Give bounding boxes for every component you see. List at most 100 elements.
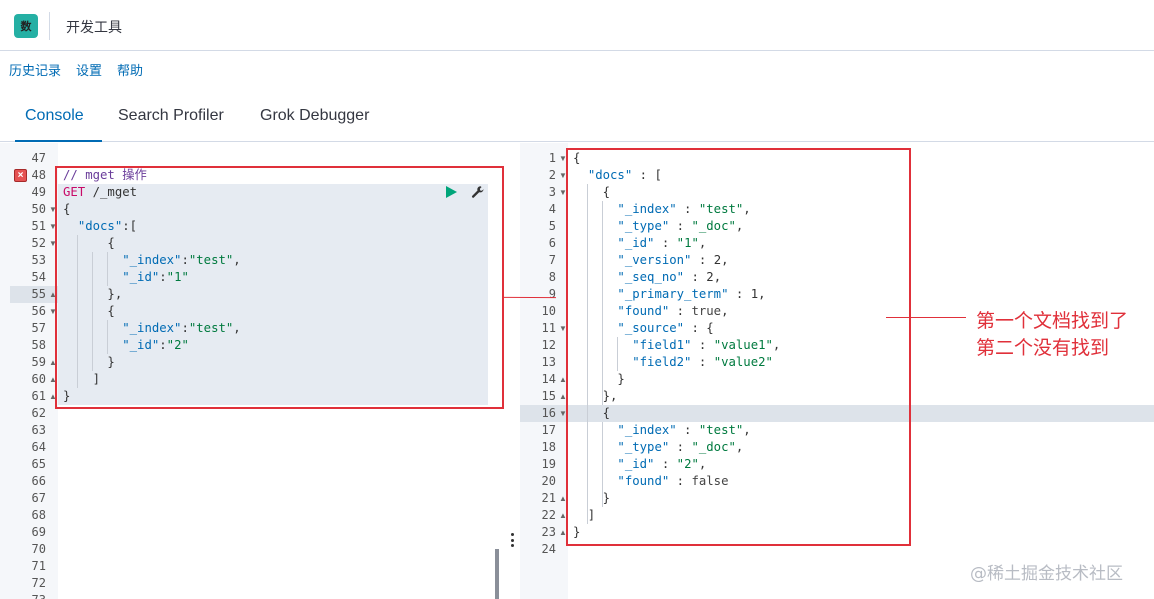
- request-line-number: 58: [31, 338, 46, 352]
- fold-toggle-icon[interactable]: ▲: [559, 375, 567, 384]
- fold-toggle-icon[interactable]: ▼: [49, 307, 57, 316]
- response-line-number: 8: [548, 270, 556, 284]
- app-logo[interactable]: 数: [14, 14, 38, 38]
- response-code-line: "_seq_no" : 2,: [617, 270, 722, 284]
- response-code-line: "docs" : [: [587, 168, 662, 182]
- request-line-number: 52: [31, 236, 46, 250]
- request-line-number: 51: [31, 219, 46, 233]
- response-line-number: 1: [548, 151, 556, 165]
- response-code-line: "_type" : "_doc",: [617, 219, 744, 233]
- response-code-line: "_type" : "_doc",: [617, 440, 744, 454]
- request-line-number: 54: [31, 270, 46, 284]
- response-line-number: 13: [541, 355, 556, 369]
- fold-toggle-icon[interactable]: ▲: [559, 528, 567, 537]
- response-code-line: "_id" : "1",: [617, 236, 707, 250]
- annotation-text-1: 第一个文档找到了: [976, 310, 1129, 332]
- fold-toggle-icon[interactable]: ▼: [559, 324, 567, 333]
- request-indent-guide: [107, 252, 108, 286]
- fold-toggle-icon[interactable]: ▲: [559, 494, 567, 503]
- response-code-line: "field1" : "value1",: [632, 338, 781, 352]
- response-code-line: "field2" : "value2": [632, 355, 773, 369]
- response-code-line: "_version" : 2,: [617, 253, 729, 267]
- request-line-number: 62: [31, 406, 46, 420]
- console-menu: 历史记录 设置 帮助: [0, 60, 149, 80]
- fold-toggle-icon[interactable]: ▲: [49, 392, 57, 401]
- tab-bar: Console Search Profiler Grok Debugger: [0, 96, 1154, 142]
- request-code-line: "_index":"test",: [122, 253, 241, 267]
- topbar-divider: [49, 12, 50, 40]
- response-active-line: [520, 405, 1154, 422]
- menu-help[interactable]: 帮助: [117, 64, 144, 79]
- run-request-icon[interactable]: [446, 186, 457, 198]
- request-code-line: },: [63, 287, 123, 301]
- response-line-number: 14: [541, 372, 556, 386]
- fold-toggle-icon[interactable]: ▲: [49, 290, 57, 299]
- response-line-number: 17: [541, 423, 556, 437]
- request-code-line: {: [63, 236, 115, 250]
- request-line-number: 57: [31, 321, 46, 335]
- fold-toggle-icon[interactable]: ▼: [559, 154, 567, 163]
- request-line-number: 61: [31, 389, 46, 403]
- connector-line: [503, 296, 557, 299]
- request-code-line: "docs":[: [77, 219, 138, 233]
- response-code-line: "found" : true,: [617, 304, 729, 318]
- request-code-line: "_id":"2": [122, 338, 189, 352]
- fold-toggle-icon[interactable]: ▲: [49, 375, 57, 384]
- fold-toggle-icon[interactable]: ▼: [559, 409, 567, 418]
- request-code-line: }: [63, 389, 71, 403]
- request-line-number: 56: [31, 304, 46, 318]
- request-indent-guide: [92, 252, 93, 371]
- request-line-number: 72: [31, 576, 46, 590]
- response-line-number: 10: [541, 304, 556, 318]
- response-code-line: {: [573, 185, 611, 199]
- fold-toggle-icon[interactable]: ▲: [49, 358, 57, 367]
- request-line-number: 71: [31, 559, 46, 573]
- fold-toggle-icon[interactable]: ▼: [49, 239, 57, 248]
- menu-history[interactable]: 历史记录: [9, 64, 62, 79]
- fold-toggle-icon[interactable]: ▲: [559, 511, 567, 520]
- pane-resize-handle[interactable]: [509, 533, 515, 547]
- response-code-line: {: [573, 406, 611, 420]
- fold-toggle-icon[interactable]: ▼: [49, 222, 57, 231]
- request-line-number: 50: [31, 202, 46, 216]
- response-line-number: 4: [548, 202, 556, 216]
- response-line-number: 18: [541, 440, 556, 454]
- menu-settings[interactable]: 设置: [76, 64, 103, 79]
- request-scrollbar[interactable]: [495, 549, 499, 599]
- request-indent-guide: [77, 235, 78, 388]
- response-line-number: 12: [541, 338, 556, 352]
- response-line-number: 19: [541, 457, 556, 471]
- request-code-line: GET /_mget: [63, 185, 138, 199]
- fold-toggle-icon[interactable]: ▲: [559, 392, 567, 401]
- request-line-number: 55: [31, 287, 46, 301]
- request-line-number: 65: [31, 457, 46, 471]
- response-code-line: }: [573, 525, 581, 539]
- tab-search-profiler[interactable]: Search Profiler: [118, 107, 224, 124]
- request-code-line: {: [63, 202, 71, 216]
- fold-toggle-icon[interactable]: ▼: [559, 171, 567, 180]
- response-code-line: {: [573, 151, 581, 165]
- fold-toggle-icon[interactable]: ▼: [559, 188, 567, 197]
- wrench-icon[interactable]: [471, 185, 485, 199]
- request-line-number: 73: [0, 592, 46, 599]
- response-line-number: 3: [548, 185, 556, 199]
- response-line-number: 21: [541, 491, 556, 505]
- request-code-line: }: [63, 355, 115, 369]
- request-line-number: 68: [31, 508, 46, 522]
- request-request-block: [58, 184, 488, 405]
- response-line-number: 23: [541, 525, 556, 539]
- response-line-number: 6: [548, 236, 556, 250]
- request-line-number: 53: [31, 253, 46, 267]
- response-line-number: 11: [541, 321, 556, 335]
- response-line-number: 2: [548, 168, 556, 182]
- tab-grok-debugger[interactable]: Grok Debugger: [260, 107, 370, 124]
- request-line-number: 64: [31, 440, 46, 454]
- fold-toggle-icon[interactable]: ▼: [49, 205, 57, 214]
- tab-console[interactable]: Console: [15, 96, 102, 142]
- response-code-line: ]: [573, 508, 596, 522]
- error-marker-icon[interactable]: ×: [14, 169, 27, 182]
- page-title: 开发工具: [66, 20, 122, 36]
- request-code-line: // mget 操作: [63, 168, 147, 182]
